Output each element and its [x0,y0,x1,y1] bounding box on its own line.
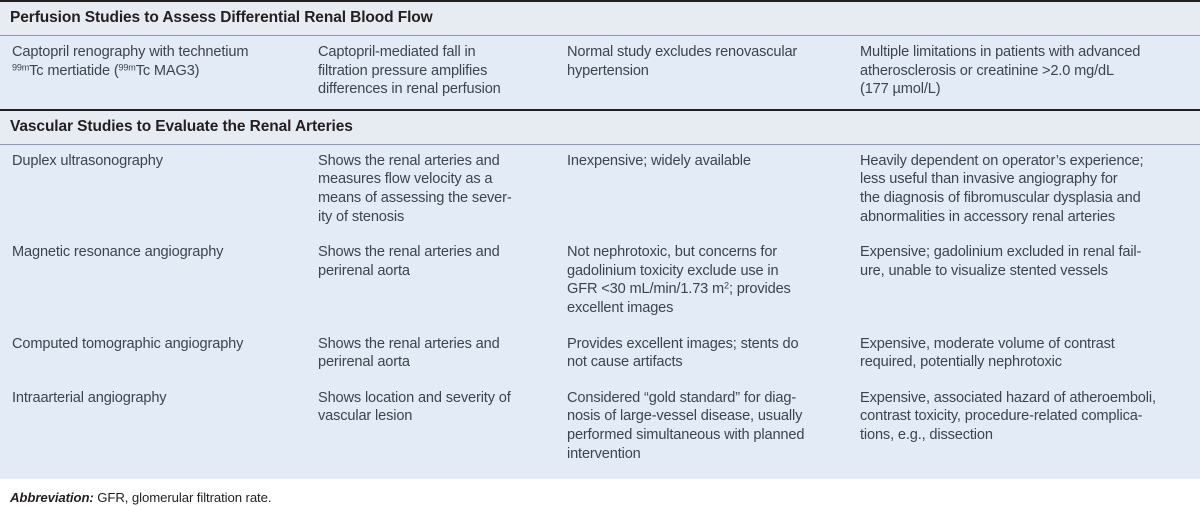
test-name-line-2: 99mTc mertiatide (99mTc MAG3) [12,62,298,81]
cell-advantages: Considered “gold standard” for diag- nos… [557,381,850,474]
mechanism-line: Shows location and severity of [318,389,511,406]
advantages-line: not cause artifacts [567,354,683,371]
section-title-vascular: Vascular Studies to Evaluate the Renal A… [0,108,1200,145]
disadvantages-line: Expensive; gadolinium excluded in renal … [860,244,1142,261]
mechanism-line: ity of stenosis [318,208,405,225]
disadvantages-line: tions, e.g., dissection [860,426,993,443]
cell-disadvantages: Expensive, moderate volume of contrast r… [850,327,1200,382]
advantages-line: intervention [567,445,641,462]
test-name-line: Duplex ultrasonography [12,152,163,169]
disadvantages-line: Heavily dependent on operator’s experien… [860,152,1144,169]
cell-mechanism: Captopril-mediated fall in filtration pr… [308,35,557,110]
mechanism-line: Shows the renal arteries and [318,335,500,352]
section-header-row-vascular: Vascular Studies to Evaluate the Renal A… [0,108,1200,145]
advantages-line: Not nephrotoxic, but concerns for [567,244,778,261]
advantages-line: Provides excellent images; stents do [567,335,799,352]
table-row: Captopril renography with technetium 99m… [0,35,1200,110]
table-row: Magnetic resonance angiography Shows the… [0,236,1200,328]
mechanism-line: Shows the renal arteries and [318,152,500,169]
mechanism-line: perirenal aorta [318,262,410,279]
advantages-line: excellent images [567,299,674,316]
table-row: Computed tomographic angiography Shows t… [0,327,1200,382]
cell-test-name: Duplex ultrasonography [0,144,308,237]
disadvantages-line: abnormalities in accessory renal arterie… [860,208,1116,225]
cell-test-name: Computed tomographic angiography [0,327,308,382]
cell-test-name: Magnetic resonance angiography [0,236,308,328]
test-name-line: Magnetic resonance angiography [12,244,224,261]
cell-advantages: Normal study excludes renovascular hyper… [557,35,850,110]
mechanism-line: differences in renal perfusion [318,81,501,98]
table-footnote: Abbreviation: GFR, glomerular filtration… [0,479,1200,506]
cell-test-name: Captopril renography with technetium 99m… [0,35,308,110]
disadvantages-line: ure, unable to visualize stented vessels [860,262,1108,279]
mechanism-line: Captopril-mediated fall in [318,44,476,60]
cell-test-name: Intraarterial angiography [0,381,308,474]
disadvantages-line: Expensive, moderate volume of contrast [860,335,1115,352]
advantages-line: performed simultaneous with planned [567,426,805,443]
test-name-line: Computed tomographic angiography [12,335,244,352]
test-name-tail: Tc MAG3) [135,62,200,79]
superscript-99m-a: 99m [12,61,30,72]
advantages-line: hypertension [567,62,649,79]
cell-advantages: Inexpensive; widely available [557,144,850,237]
advantages-line: Normal study excludes renovascular [567,44,798,60]
disadvantages-line: Multiple limitations in patients with ad… [860,44,1141,60]
cell-advantages: Not nephrotoxic, but concerns for gadoli… [557,236,850,328]
mechanism-line: measures flow velocity as a [318,171,493,188]
superscript-squared: 2 [724,280,729,291]
advantages-line: nosis of large-vessel disease, usually [567,408,803,425]
cell-disadvantages: Multiple limitations in patients with ad… [850,35,1200,110]
advantages-line: gadolinium toxicity exclude use in [567,262,779,279]
advantages-line-gfr: GFR <30 mL/min/1.73 m2; provides [567,280,840,299]
superscript-99m-b: 99m [118,61,136,72]
test-name-line-1: Captopril renography with technetium [12,44,249,60]
advantages-line: Inexpensive; widely available [567,152,751,169]
mechanism-line: perirenal aorta [318,354,410,371]
disadvantages-line: contrast toxicity, procedure-related com… [860,408,1143,425]
section-header-row-perfusion: Perfusion Studies to Assess Differential… [0,0,1200,36]
cell-disadvantages: Expensive; gadolinium excluded in renal … [850,236,1200,328]
cell-mechanism: Shows the renal arteries and perirenal a… [308,327,557,382]
disadvantages-line: required, potentially nephrotoxic [860,354,1062,371]
gfr-text-pre: GFR <30 mL/min/1.73 m [567,281,725,298]
disadvantages-line: Expensive, associated hazard of atheroem… [860,389,1156,406]
disadvantages-line: less useful than invasive angiography fo… [860,171,1118,188]
test-name-mid: Tc mertiatide ( [29,62,119,79]
disadvantages-line: (177 µmol/L) [860,81,941,98]
cell-mechanism: Shows the renal arteries and measures fl… [308,144,557,237]
mechanism-line: filtration pressure amplifies [318,62,488,79]
footnote-label: Abbreviation: [10,490,94,506]
gfr-text-post: ; provides [728,281,791,298]
footnote-text: GFR, glomerular filtration rate. [93,490,272,506]
mechanism-line: means of assessing the sever- [318,189,512,206]
cell-advantages: Provides excellent images; stents do not… [557,327,850,382]
cell-mechanism: Shows location and severity of vascular … [308,381,557,474]
disadvantages-line: the diagnosis of fibromuscular dysplasia… [860,189,1141,206]
mechanism-line: vascular lesion [318,408,413,425]
disadvantages-line: atherosclerosis or creatinine >2.0 mg/dL [860,62,1114,79]
cell-disadvantages: Heavily dependent on operator’s experien… [850,144,1200,237]
cell-disadvantages: Expensive, associated hazard of atheroem… [850,381,1200,474]
table-row: Intraarterial angiography Shows location… [0,381,1200,474]
advantages-line: Considered “gold standard” for diag- [567,389,797,406]
cell-mechanism: Shows the renal arteries and perirenal a… [308,236,557,328]
test-name-line: Intraarterial angiography [12,389,167,406]
mechanism-line: Shows the renal arteries and [318,244,500,261]
table-row: Duplex ultrasonography Shows the renal a… [0,144,1200,237]
section-title-perfusion: Perfusion Studies to Assess Differential… [0,0,1200,36]
renal-imaging-table: Perfusion Studies to Assess Differential… [0,0,1200,480]
